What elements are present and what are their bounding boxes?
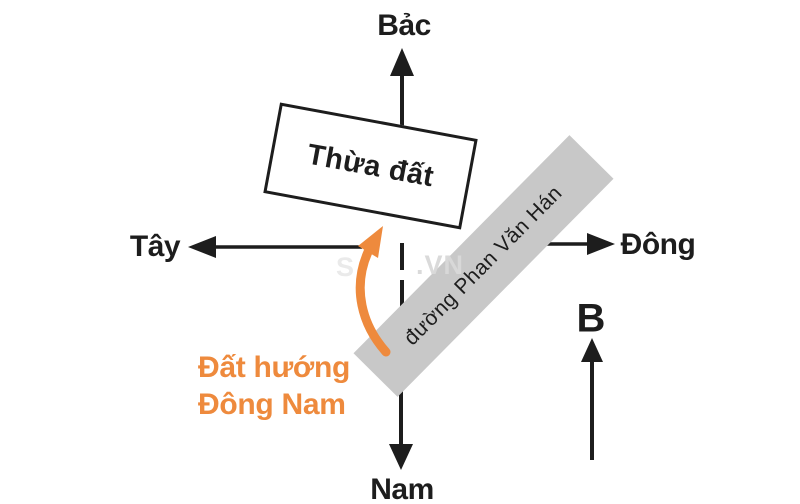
b-north-label: B [576, 296, 606, 341]
north-label: Bảc [377, 9, 431, 42]
parcel-label: Thừa đất [304, 138, 437, 193]
south-arrow-icon [389, 385, 413, 470]
watermark-partial: S [336, 252, 355, 282]
parcel-box: Thừa đất [263, 102, 478, 230]
orientation-annotation-line1: Đất hướng [198, 351, 351, 384]
b-north-arrow-icon [581, 338, 603, 460]
orientation-annotation: Đất hướng Đông Nam [198, 349, 350, 423]
west-label: Tây [129, 230, 181, 263]
east-label: Đông [620, 228, 696, 261]
orientation-annotation-line2: Đông Nam [198, 388, 346, 421]
watermark: .VN [416, 250, 465, 280]
south-label: Nam [370, 473, 434, 504]
